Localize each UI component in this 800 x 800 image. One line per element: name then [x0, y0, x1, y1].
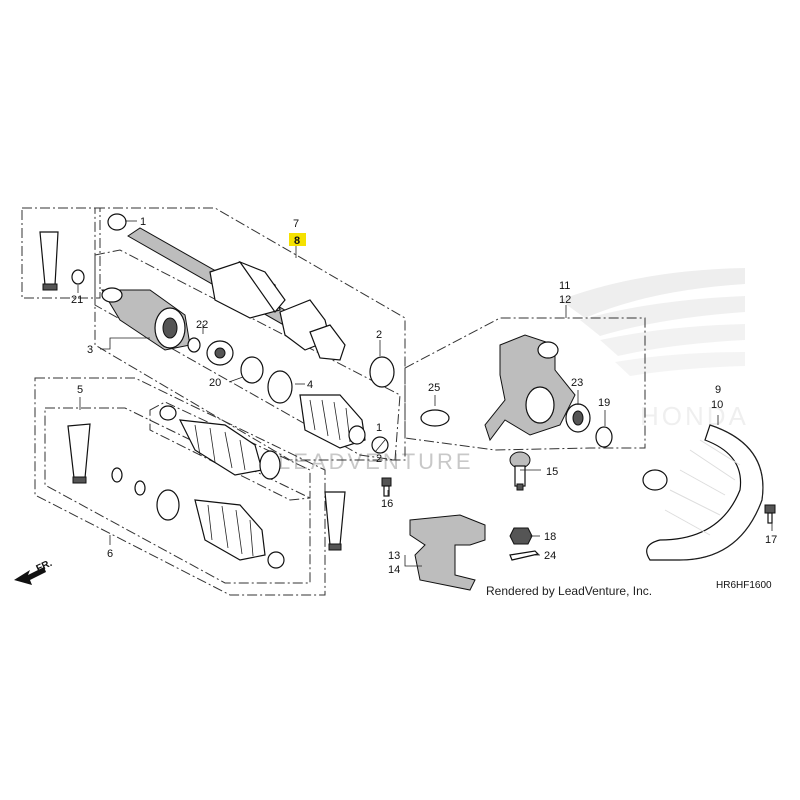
group-box-boot-kit [34, 377, 326, 596]
circlip-20 [240, 356, 264, 384]
callout-1-top[interactable]: 1 [140, 216, 146, 228]
ball-joint-15 [509, 451, 531, 491]
grease-tube-lower-right [324, 491, 346, 551]
bracket-13 [409, 514, 486, 591]
render-credit: Rendered by LeadVenture, Inc. [486, 584, 652, 598]
wheel-bearing-23 [565, 403, 591, 433]
callout-21[interactable]: 21 [71, 294, 83, 306]
group-box-outer-joint [21, 207, 101, 299]
callout-6[interactable]: 6 [107, 548, 113, 560]
callout-2-top[interactable]: 2 [376, 329, 382, 341]
callout-16[interactable]: 16 [381, 498, 393, 510]
direction-label: FR. [35, 558, 54, 575]
group-box-knuckle [404, 317, 646, 451]
driveshaft-assembly [107, 213, 346, 361]
callout-13[interactable]: 13 [388, 550, 400, 562]
callout-10[interactable]: 10 [711, 399, 723, 411]
boot-band-2-lower [371, 436, 389, 454]
watermark-text: LEADVENTURE [278, 449, 474, 474]
callout-4[interactable]: 4 [307, 379, 313, 391]
callout-9[interactable]: 9 [715, 384, 721, 396]
bolt-16 [381, 477, 392, 497]
diagram-code: HR6HF1600 [716, 580, 772, 591]
callout-3[interactable]: 3 [87, 344, 93, 356]
circlip-21 [71, 269, 85, 285]
group-box-boot-outer [149, 401, 311, 501]
leader-lines [77, 220, 773, 567]
outer-boot-upper [159, 405, 281, 480]
boot-band-2-upper [369, 356, 395, 388]
circlip-lower-a [111, 467, 123, 483]
circlip-19 [595, 426, 613, 448]
callout-11[interactable]: 11 [559, 280, 570, 292]
circlip-lower-b [134, 480, 146, 496]
callout-14[interactable]: 14 [388, 564, 400, 576]
circlip-22 [187, 337, 201, 353]
callout-19[interactable]: 19 [598, 397, 610, 409]
callout-24[interactable]: 24 [544, 550, 556, 562]
group-box-inner-joint [94, 249, 401, 461]
highlight-8 [289, 233, 306, 246]
svg-text:HONDA: HONDA [640, 401, 749, 431]
callout-18[interactable]: 18 [544, 531, 556, 543]
callout-1-bottom[interactable]: 1 [376, 422, 382, 434]
nut-18 [509, 527, 533, 545]
bolt-17 [764, 504, 776, 524]
callout-22[interactable]: 22 [196, 319, 208, 331]
brake-panel-9 [642, 424, 764, 561]
outer-boot-lower [156, 489, 285, 569]
callout-7[interactable]: 7 [293, 218, 299, 230]
group-box-boot-inner [44, 407, 311, 584]
callout-20[interactable]: 20 [209, 377, 221, 389]
callout-8[interactable]: 8 [294, 235, 300, 247]
callout-12[interactable]: 12 [559, 294, 571, 306]
background-wing-logo: HONDA [560, 268, 749, 431]
front-direction-arrow-icon [14, 567, 46, 585]
group-box-driveshaft [94, 207, 406, 461]
callout-23[interactable]: 23 [571, 377, 583, 389]
inner-joint-housing [101, 287, 191, 351]
cotter-pin-24 [509, 550, 540, 561]
clip-25 [420, 409, 450, 427]
callout-25[interactable]: 25 [428, 382, 440, 394]
grease-tube-5 [67, 423, 91, 484]
tripod-spider [206, 340, 234, 366]
callout-2-bottom[interactable]: 2 [376, 453, 382, 465]
callout-5[interactable]: 5 [77, 384, 83, 396]
callout-17[interactable]: 17 [765, 534, 777, 546]
callout-15[interactable]: 15 [546, 466, 558, 478]
grease-tube-top [39, 231, 59, 291]
steering-knuckle [484, 334, 576, 442]
inner-boot-4 [267, 370, 366, 449]
